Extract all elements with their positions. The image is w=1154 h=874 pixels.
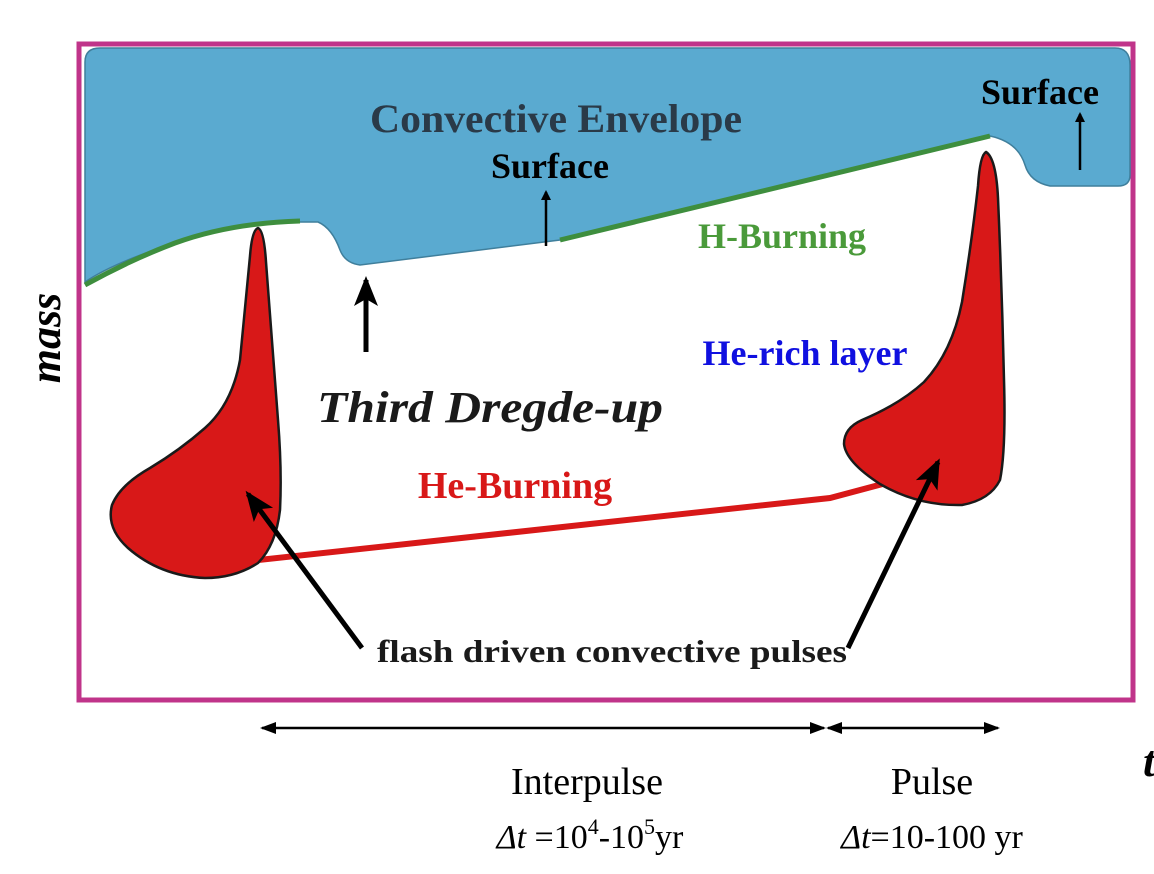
convective-envelope-label: Convective Envelope	[370, 96, 742, 141]
pulse-label: Pulse	[891, 761, 973, 803]
interpulse-dt-symbol: Δt	[495, 819, 528, 856]
interpulse-unit: yr	[655, 819, 684, 856]
third-dredge-up-label: Third Dregde-up	[317, 383, 663, 432]
h-burning-label: H-Burning	[698, 216, 866, 256]
he-rich-layer-label: He-rich layer	[703, 333, 908, 373]
he-burning-line	[239, 479, 891, 565]
x-axis-label: t	[1143, 737, 1154, 786]
interpulse-dt-eq: =10	[526, 819, 588, 856]
h-burning-line-segment	[559, 133, 991, 243]
y-axis-label: mass	[21, 293, 70, 383]
pulse-dt-value: =10-100 yr	[871, 819, 1024, 856]
interpulse-exp1: 4	[588, 814, 599, 839]
pulse-dt-symbol: Δt	[839, 819, 872, 856]
pulse-pointer-left-arrow	[245, 490, 365, 650]
interpulse-duration: Δt =104-105yr	[495, 814, 684, 856]
interpulse-dash: -10	[599, 819, 644, 856]
interpulse-exp2: 5	[644, 814, 655, 839]
pulse-duration: Δt=10-100 yr	[839, 819, 1023, 856]
right-convective-pulse	[842, 150, 1006, 507]
surface-left-label: Surface	[491, 146, 609, 186]
surface-right-label: Surface	[981, 72, 1099, 112]
left-convective-pulse	[109, 226, 282, 580]
pulse-pointer-right-arrow	[845, 458, 941, 650]
interpulse-label: Interpulse	[511, 761, 663, 803]
flash-pulses-label: flash driven convective pulses	[377, 633, 847, 669]
he-burning-label: He-Burning	[418, 465, 612, 507]
h-burning-line	[83, 218, 301, 288]
